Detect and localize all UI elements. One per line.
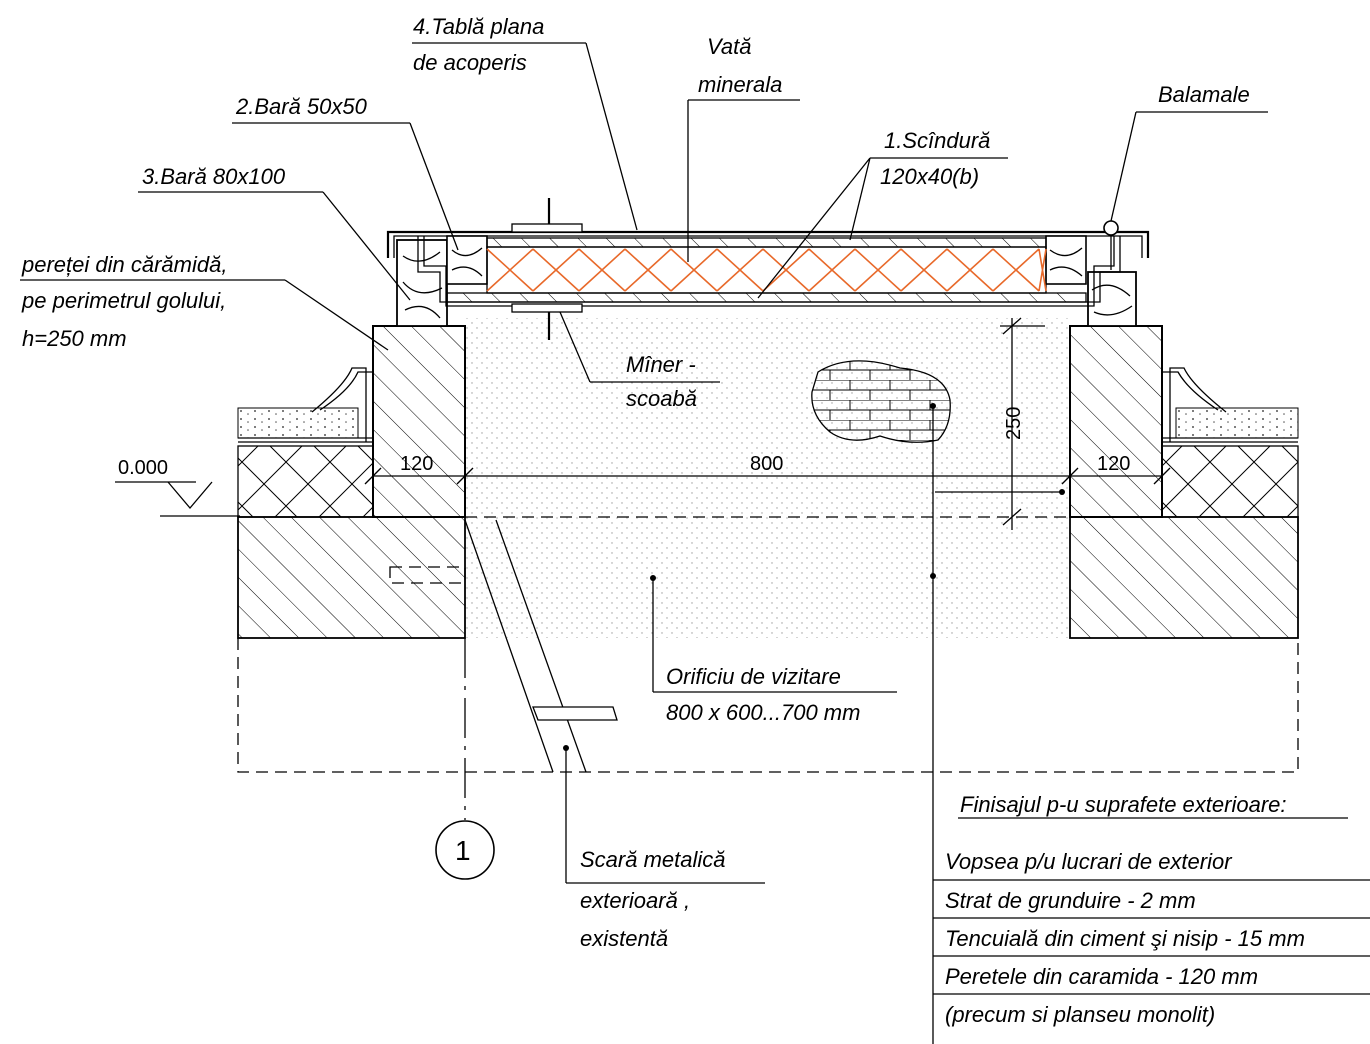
finish-row-3: Tencuială din ciment şi nisip - 15 mm: [945, 926, 1305, 951]
label-miner-2: scoabă: [626, 386, 697, 411]
label-scara-1: Scară metalică: [580, 847, 726, 872]
label-orificiu-2: 800 x 600...700 mm: [666, 700, 860, 725]
label-vata-2: minerala: [698, 72, 782, 97]
slab-right: [1069, 516, 1299, 639]
ladder-rung: [532, 706, 618, 721]
handle-bottom: [511, 303, 583, 313]
crosshatch-right: [1161, 445, 1299, 518]
slab-left: [237, 516, 466, 639]
label-miner-1: Mîner -: [626, 352, 696, 377]
label-peretei-1: pereței din cărămidă,: [21, 252, 227, 277]
board-bottom: [446, 292, 1087, 303]
label-bara80: 3.Bară 80x100: [142, 164, 286, 189]
handle-top: [511, 223, 583, 233]
label-scindura-2: 120x40(b): [880, 164, 979, 189]
brick-wall-left: [372, 325, 466, 518]
label-orificiu-1: Orificiu de vizitare: [666, 664, 841, 689]
dim-height: 250: [1003, 407, 1025, 440]
bar-50x50-left: [446, 235, 488, 285]
label-scara-3: existentă: [580, 926, 668, 951]
finish-row-5: (precum si planseu monolit): [945, 1002, 1215, 1027]
level-label: 0.000: [118, 457, 168, 479]
finish-row-2: Strat de grunduire - 2 mm: [945, 888, 1196, 913]
hinge-icon: [1103, 220, 1119, 236]
label-balamale: Balamale: [1158, 82, 1250, 107]
finish-row-1: Vopsea p/u lucrari de exterior: [945, 849, 1233, 874]
axis-marker: [435, 820, 495, 880]
dim-opening: 800: [750, 453, 783, 475]
bar-80x100-right: [1087, 271, 1137, 327]
axis-marker-label: 1: [455, 835, 471, 866]
mineral-wool: [486, 246, 1047, 294]
label-tabla-2: de acoperis: [413, 50, 527, 75]
board-top: [486, 237, 1047, 248]
finish-table-title: Finisajul p-u suprafete exterioare:: [960, 792, 1287, 817]
crosshatch-left: [237, 445, 374, 518]
opening-fill: [465, 318, 1070, 638]
mineral-wool-pattern: [486, 248, 1047, 292]
label-scindura-1: 1.Scîndură: [884, 128, 990, 153]
bar-50x50-right: [1045, 235, 1087, 285]
label-tabla-1: 4.Tablă plana: [413, 14, 544, 39]
label-peretei-2: pe perimetrul golului,: [21, 288, 226, 313]
finish-row-4: Peretele din caramida - 120 mm: [945, 964, 1258, 989]
brick-patch: [811, 360, 951, 443]
label-bara50: 2.Bară 50x50: [235, 94, 368, 119]
dim-left-wall: 120: [400, 453, 433, 475]
label-scara-2: exterioară ,: [580, 888, 690, 913]
dim-right-wall: 120: [1097, 453, 1130, 475]
label-peretei-3: h=250 mm: [22, 326, 127, 351]
screed-left: [237, 407, 359, 439]
screed-right: [1175, 407, 1299, 439]
label-vata-1: Vată: [707, 34, 751, 59]
brick-wall-right: [1069, 325, 1163, 518]
